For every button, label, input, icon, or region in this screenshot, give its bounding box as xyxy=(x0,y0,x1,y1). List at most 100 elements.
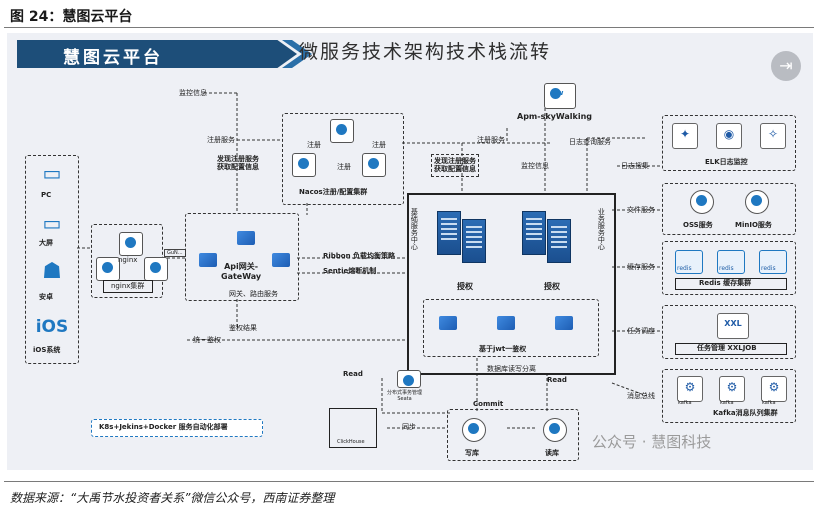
skywalking-icon xyxy=(544,83,576,109)
discover-right-label: 发现注册服务 获取配置信息 xyxy=(431,154,479,177)
redis-group xyxy=(662,241,796,295)
skywalking-label: Apm-skyWalking xyxy=(517,112,593,121)
logstash-icon: ◉ xyxy=(716,123,742,149)
basic-service-center-label: 基础服务中心 xyxy=(410,208,419,250)
nacos-cluster xyxy=(282,113,404,205)
kafka-icon-label: kafka xyxy=(762,400,776,406)
oss-flow-label: 文件服务 xyxy=(627,206,655,214)
ribbon-label: Ribbon 负载均衡策略 xyxy=(323,252,396,260)
job-flow-label: 任务调度 xyxy=(627,327,655,335)
kafka-icon-label: kafka xyxy=(678,400,692,406)
cloud-icon xyxy=(292,153,316,177)
redis-title-box xyxy=(675,278,787,290)
banner-left-label: 慧图云平台 xyxy=(63,48,163,68)
auth-result-label: 鉴权结果 xyxy=(229,324,257,332)
redis-icon-label: redis xyxy=(761,265,776,272)
cube-icon xyxy=(555,316,573,330)
clickhouse-label: ClickHouse xyxy=(337,439,365,445)
skywalking-icon-label: Sw xyxy=(552,89,564,97)
register-service-right-label: 注册服务 xyxy=(477,136,505,144)
nacos-register-label: 注册 xyxy=(307,141,321,149)
server-icon xyxy=(547,219,571,263)
client-ios-label: iOS系统 xyxy=(33,346,61,354)
kafka-icon-label: kafka xyxy=(720,400,734,406)
gateway-subtitle: 网关、路由服务 xyxy=(229,290,278,298)
commit-label: Commit xyxy=(473,400,504,408)
nginx-node-label: nginx xyxy=(118,256,138,264)
cube-icon xyxy=(199,253,217,267)
nginx-cluster-label: nginx集群 xyxy=(111,282,145,290)
database-icon xyxy=(462,418,486,442)
banner-right-label: 微服务技术架构技术栈流转 xyxy=(299,41,552,63)
job-group xyxy=(662,305,796,359)
client-bigscreen-label: 大屏 xyxy=(39,239,53,247)
seata-icon xyxy=(397,370,421,388)
db-group xyxy=(447,409,579,461)
ios-logo: iOS xyxy=(35,317,69,337)
kafka-icon: ⚙ xyxy=(677,376,703,402)
jwt-group xyxy=(423,299,599,357)
fluentd-icon: ✧ xyxy=(760,123,786,149)
devops-box xyxy=(91,419,263,437)
clickhouse-box xyxy=(329,408,377,448)
kafka-group xyxy=(662,369,796,423)
diagram-panel: 慧图云平台 微服务技术架构技术栈流转 ⇥ xyxy=(7,33,813,470)
xxljob-icon: XXL xyxy=(717,313,749,339)
server-icon xyxy=(522,211,546,255)
kafka-flow-label: 消息总线 xyxy=(627,392,655,400)
kafka-icon: ⚙ xyxy=(761,376,787,402)
nginx-icon xyxy=(96,257,120,281)
nacos-register-label: 注册 xyxy=(372,141,386,149)
database-icon xyxy=(543,418,567,442)
gateway-group xyxy=(185,213,299,301)
nginx-icon xyxy=(144,257,168,281)
unified-auth-label: 统一鉴权 xyxy=(193,336,221,344)
banner-left: 慧图云平台 xyxy=(17,40,297,68)
kafka-icon: ⚙ xyxy=(719,376,745,402)
exit-icon[interactable]: ⇥ xyxy=(771,51,801,81)
oss-group xyxy=(662,183,796,235)
elk-title: ELK日志监控 xyxy=(705,158,748,166)
android-icon: ☗ xyxy=(42,259,62,284)
nacos-title: Nacos注册/配置集群 xyxy=(299,188,368,196)
figure-title: 图 24：慧图云平台 xyxy=(10,9,133,25)
gateway-title: Api网关- GateWay xyxy=(221,262,262,281)
read-right-label: Read xyxy=(547,376,567,384)
redis-flow-label: 缓存服务 xyxy=(627,263,655,271)
write-db-label: 写库 xyxy=(465,449,479,457)
kibana-icon: ✦ xyxy=(672,123,698,149)
kafka-title: Kafka消息队列集群 xyxy=(713,409,778,417)
nginx-icon xyxy=(119,232,143,256)
redis-icon-label: redis xyxy=(719,265,734,272)
sentinel-label: Sentie熔断机制 xyxy=(323,267,377,275)
redis-icon: redis xyxy=(717,250,745,274)
auth-label-2: 授权 xyxy=(544,282,560,291)
job-title-box xyxy=(675,343,787,355)
jwt-label: 基于jwt一鉴权 xyxy=(479,345,527,353)
minio-icon xyxy=(745,190,769,214)
business-service-center-label: 业务服务中心 xyxy=(597,208,606,250)
db-rw-label: 数据库读写分离 xyxy=(487,365,536,373)
cloud-icon xyxy=(362,153,386,177)
server-icon xyxy=(462,219,486,263)
cloud-icon xyxy=(330,119,354,143)
server-icon xyxy=(437,211,461,255)
cube-icon xyxy=(272,253,290,267)
redis-icon-label: redis xyxy=(677,265,692,272)
monitor-info-label: 监控信息 xyxy=(179,89,207,97)
gateway-connector-label: GuN... xyxy=(164,249,186,257)
client-android-label: 安卓 xyxy=(39,293,53,301)
client-pc-label: PC xyxy=(41,191,52,199)
sync-label: 同步 xyxy=(402,423,416,431)
big-screen-icon: ▭ xyxy=(42,211,62,235)
oss-label: OSS服务 xyxy=(683,221,713,229)
cube-icon xyxy=(439,316,457,330)
redis-icon: redis xyxy=(675,250,703,274)
top-rule xyxy=(4,27,814,28)
redis-title: Redis 缓存集群 xyxy=(699,279,752,287)
cube-icon xyxy=(237,231,255,245)
minio-label: MinIO服务 xyxy=(735,221,772,229)
bottom-rule xyxy=(4,481,814,482)
clients-group xyxy=(25,155,79,364)
job-title: 任务管理 XXLJOB xyxy=(697,344,757,352)
